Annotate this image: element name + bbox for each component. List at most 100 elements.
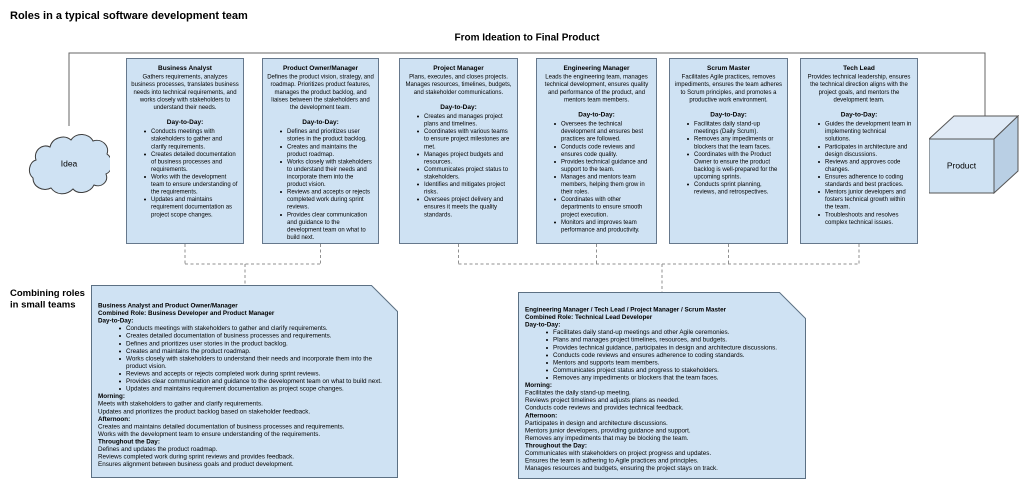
combined-box-technical: Engineering Manager / Tech Lead / Projec… (518, 292, 806, 479)
day-to-day-list: Facilitates daily stand-up meetings and … (525, 329, 799, 382)
section-label-throughout: Throughout the Day: (98, 437, 160, 445)
day-to-day-list: Facilitates daily stand-up meetings (Dai… (674, 120, 783, 196)
note-content: Business Analyst and Product Owner/Manag… (98, 302, 390, 468)
section-label-morning: Morning: (525, 381, 552, 389)
bullet-item: Provides technical guidance and support … (561, 158, 652, 173)
role-title: Scrum Master (707, 64, 750, 72)
note-content: Engineering Manager / Tech Lead / Projec… (525, 306, 799, 472)
role-box-project-manager: Project Manager Plans, executes, and clo… (399, 58, 518, 244)
bullet-item: Troubleshoots and resolves complex techn… (825, 211, 913, 226)
bullet-item: Creates and maintains the product roadma… (287, 143, 374, 158)
combined-roles-line: Engineering Manager / Tech Lead / Projec… (525, 306, 727, 313)
bullet-item: Reviews and accepts or rejects completed… (287, 188, 374, 211)
section-line: Participates in design and architecture … (525, 419, 668, 427)
combined-role-line: Combined Role: Business Developer and Pr… (98, 309, 275, 317)
bullet-item: Mentors and supports team members. (553, 359, 799, 367)
cloud-icon (28, 134, 113, 195)
section-line: Defines and updates the product roadmap. (98, 445, 218, 453)
role-description: Provides technical leadership, ensures t… (807, 73, 911, 103)
bullet-item: Oversees project delivery and ensures it… (424, 196, 513, 219)
section-line: Facilitates the daily stand-up meeting. (525, 389, 631, 397)
product-cube: Product (927, 114, 1020, 195)
note-shape (518, 292, 806, 479)
bullet-item: Conducts code reviews and ensures code q… (561, 143, 652, 158)
bullet-item: Conducts code reviews and ensures adhere… (553, 351, 799, 359)
role-title: Product Owner/Manager (282, 64, 359, 72)
day-to-day-label: Day-to-Day: (578, 110, 615, 118)
combined-role-line: Combined Role: Technical Lead Developer (525, 313, 653, 321)
note-shape (91, 285, 398, 478)
section-label-afternoon: Afternoon: (98, 415, 131, 423)
role-description: Leads the engineering team, manages tech… (544, 73, 649, 103)
bullet-item: Removes any impediments or blockers that… (694, 135, 783, 150)
idea-cloud: Idea (28, 126, 113, 197)
role-description: Facilitates Agile practices, removes imp… (674, 73, 783, 103)
bullet-item: Mentors junior developers and fosters te… (825, 188, 913, 211)
section-label-throughout: Throughout the Day: (525, 441, 587, 449)
bullet-item: Reviews and accepts or rejects completed… (126, 370, 390, 378)
bullet-item: Guides the development team in implement… (825, 120, 913, 143)
role-box-scrum-master: Scrum Master Facilitates Agile practices… (669, 58, 788, 244)
bullet-item: Coordinates with other departments to en… (561, 196, 652, 219)
side-label-combining-roles: Combining roles in small teams (10, 288, 85, 310)
day-to-day-list: Defines and prioritizes user stories in … (267, 128, 374, 241)
section-line: Mentors junior developers, providing gui… (525, 426, 691, 434)
bullet-item: Provides clear communication and guidanc… (287, 211, 374, 241)
bullet-item: Coordinates with various teams to ensure… (424, 128, 513, 151)
page-title: Roles in a typical software development … (10, 9, 248, 22)
combined-box-business: Business Analyst and Product Owner/Manag… (91, 285, 398, 478)
bullet-item: Provides clear communication and guidanc… (126, 378, 390, 386)
role-title: Business Analyst (158, 64, 212, 72)
bullet-item: Defines and prioritizes user stories in … (126, 340, 390, 348)
role-box-tech-lead: Tech Lead Provides technical leadership,… (800, 58, 918, 244)
bullet-item: Communicates project status and progress… (553, 366, 799, 374)
bullet-item: Provides technical guidance, participate… (553, 344, 799, 352)
bullet-item: Works closely with stakeholders to under… (287, 158, 374, 188)
combined-roles-line: Business Analyst and Product Owner/Manag… (98, 302, 238, 309)
day-to-day-label: Day-to-Day: (440, 102, 477, 111)
bullet-item: Ensures adherence to coding standards an… (825, 173, 913, 188)
role-description: Plans, executes, and closes projects. Ma… (405, 73, 512, 96)
bullet-item: Defines and prioritizes user stories in … (287, 128, 374, 143)
ideation-flow-line (68, 52, 986, 126)
day-to-day-label: Day-to-Day: (840, 110, 878, 118)
bullet-item: Plans and manages project timelines, res… (553, 336, 799, 344)
bullet-item: Participates in architecture and design … (825, 143, 913, 158)
day-to-day-list: Guides the development team in implement… (805, 120, 913, 226)
section-line: Ensures the team is adhering to Agile pr… (525, 457, 699, 465)
bullet-item: Reviews and approves code changes. (825, 158, 913, 173)
day-to-day-list: Oversees the technical development and e… (541, 120, 652, 233)
bullet-item: Works closely with stakeholders to under… (126, 355, 390, 370)
section-line: Reviews completed work during sprint rev… (98, 453, 294, 461)
dashed-connector-left-group (184, 244, 321, 285)
bullet-item: Monitors and improves team performance a… (561, 218, 652, 233)
bullet-item: Removes any impediments or blockers that… (553, 374, 799, 382)
section-line: Meets with stakeholders to gather and cl… (98, 400, 263, 408)
bullet-item: Oversees the technical development and e… (561, 120, 652, 143)
section-line: Ensures alignment between business goals… (98, 460, 294, 468)
bullet-item: Manages and mentors team members, helpin… (561, 173, 652, 196)
bullet-item: Creates detailed documentation of busine… (151, 150, 239, 173)
section-line: Creates and maintains detailed documenta… (98, 422, 345, 430)
bullet-item: Conducts meetings with stakeholders to g… (151, 128, 239, 151)
section-line: Communicates with stakeholders on projec… (525, 449, 712, 457)
section-line: Works with the development team to ensur… (98, 430, 321, 438)
role-box-engineering-manager: Engineering Manager Leads the engineerin… (536, 58, 657, 244)
flow-title: From Ideation to Final Product (454, 32, 600, 43)
cube-icon (927, 114, 1020, 195)
day-to-day-label: Day-to-Day: (525, 321, 561, 329)
role-title: Engineering Manager (563, 64, 630, 72)
day-to-day-label: Day-to-Day: (710, 110, 747, 118)
section-line: Manages resources and budgets, ensuring … (525, 464, 718, 472)
role-box-business-analyst: Business Analyst Gathers requirements, a… (126, 58, 244, 244)
bullet-item: Facilitates daily stand-up meetings and … (553, 329, 799, 337)
day-to-day-label: Day-to-Day: (166, 117, 204, 126)
bullet-item: Creates and manages project plans and ti… (424, 113, 513, 128)
role-box-product-owner: Product Owner/Manager Defines the produc… (262, 58, 379, 244)
bullet-item: Creates detailed documentation of busine… (126, 332, 390, 340)
section-line: Reviews project timelines and adjusts pl… (525, 396, 680, 404)
section-label-morning: Morning: (98, 392, 125, 400)
section-line: Conducts code reviews and provides techn… (525, 404, 684, 412)
